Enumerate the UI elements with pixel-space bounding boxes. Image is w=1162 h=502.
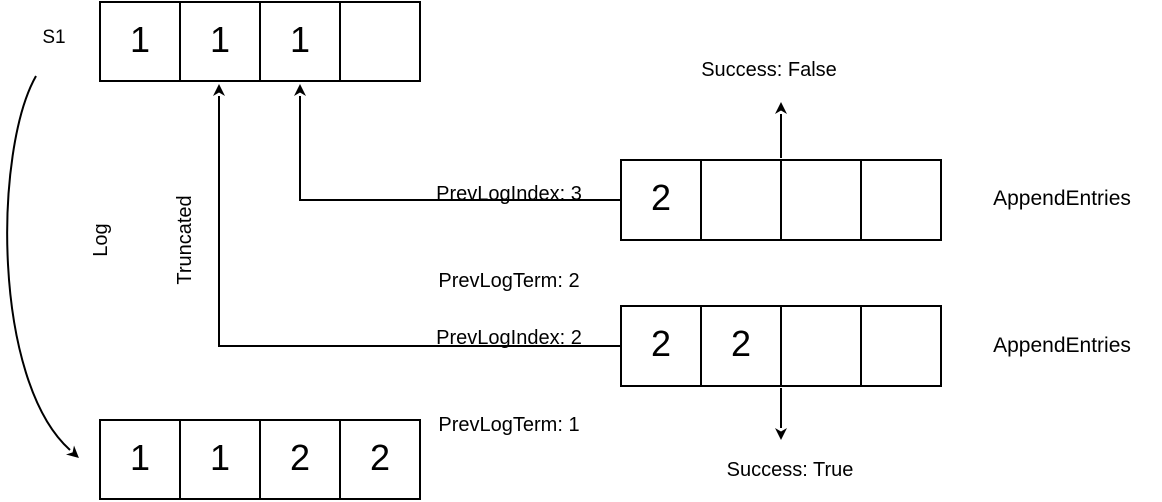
- log-truncated-label: Log Truncated: [31, 170, 196, 310]
- rpc1-result-label: Success: False: [701, 59, 837, 81]
- log-cell: 2: [650, 323, 672, 364]
- log-cell: 2: [259, 421, 339, 498]
- log-cell: [780, 161, 860, 239]
- log-cell: [860, 161, 940, 239]
- rpc2-result-label: Success: True: [726, 459, 854, 481]
- rpc2-name-label: AppendEntries: [993, 334, 1131, 357]
- rpc2-prevlogindex: PrevLogIndex: 2: [436, 327, 582, 349]
- rpc1-name-label: AppendEntries: [993, 187, 1131, 210]
- log-cell: 1: [129, 436, 151, 478]
- log-cell: 1: [259, 3, 339, 80]
- log-cell: 2: [650, 177, 672, 218]
- log-cell: 1: [179, 421, 259, 498]
- log-cell: 2: [700, 307, 780, 385]
- log-truncated-line2: Truncated: [174, 195, 196, 285]
- log-cell: [339, 3, 419, 80]
- rpc1-entries: 2: [620, 159, 942, 241]
- s1-log-after: 1 1 2 2: [99, 419, 421, 500]
- rpc2-entries: 2 2: [620, 305, 942, 387]
- rpc2-prevlog-label: PrevLogIndex: 2 PrevLogTerm: 1: [409, 266, 609, 498]
- log-cell: [780, 307, 860, 385]
- rpc1-prevlogindex: PrevLogIndex: 3: [436, 183, 582, 205]
- log-cell: [860, 307, 940, 385]
- log-cell: 1: [129, 18, 151, 60]
- log-cell: 1: [179, 3, 259, 80]
- s1-log-before: 1 1 1: [99, 1, 421, 82]
- log-cell: 2: [339, 421, 419, 498]
- log-truncated-line1: Log: [90, 223, 112, 257]
- rpc2-prevlogterm: PrevLogTerm: 1: [438, 414, 580, 436]
- log-cell: [700, 161, 780, 239]
- server-s1-label: S1: [42, 27, 66, 48]
